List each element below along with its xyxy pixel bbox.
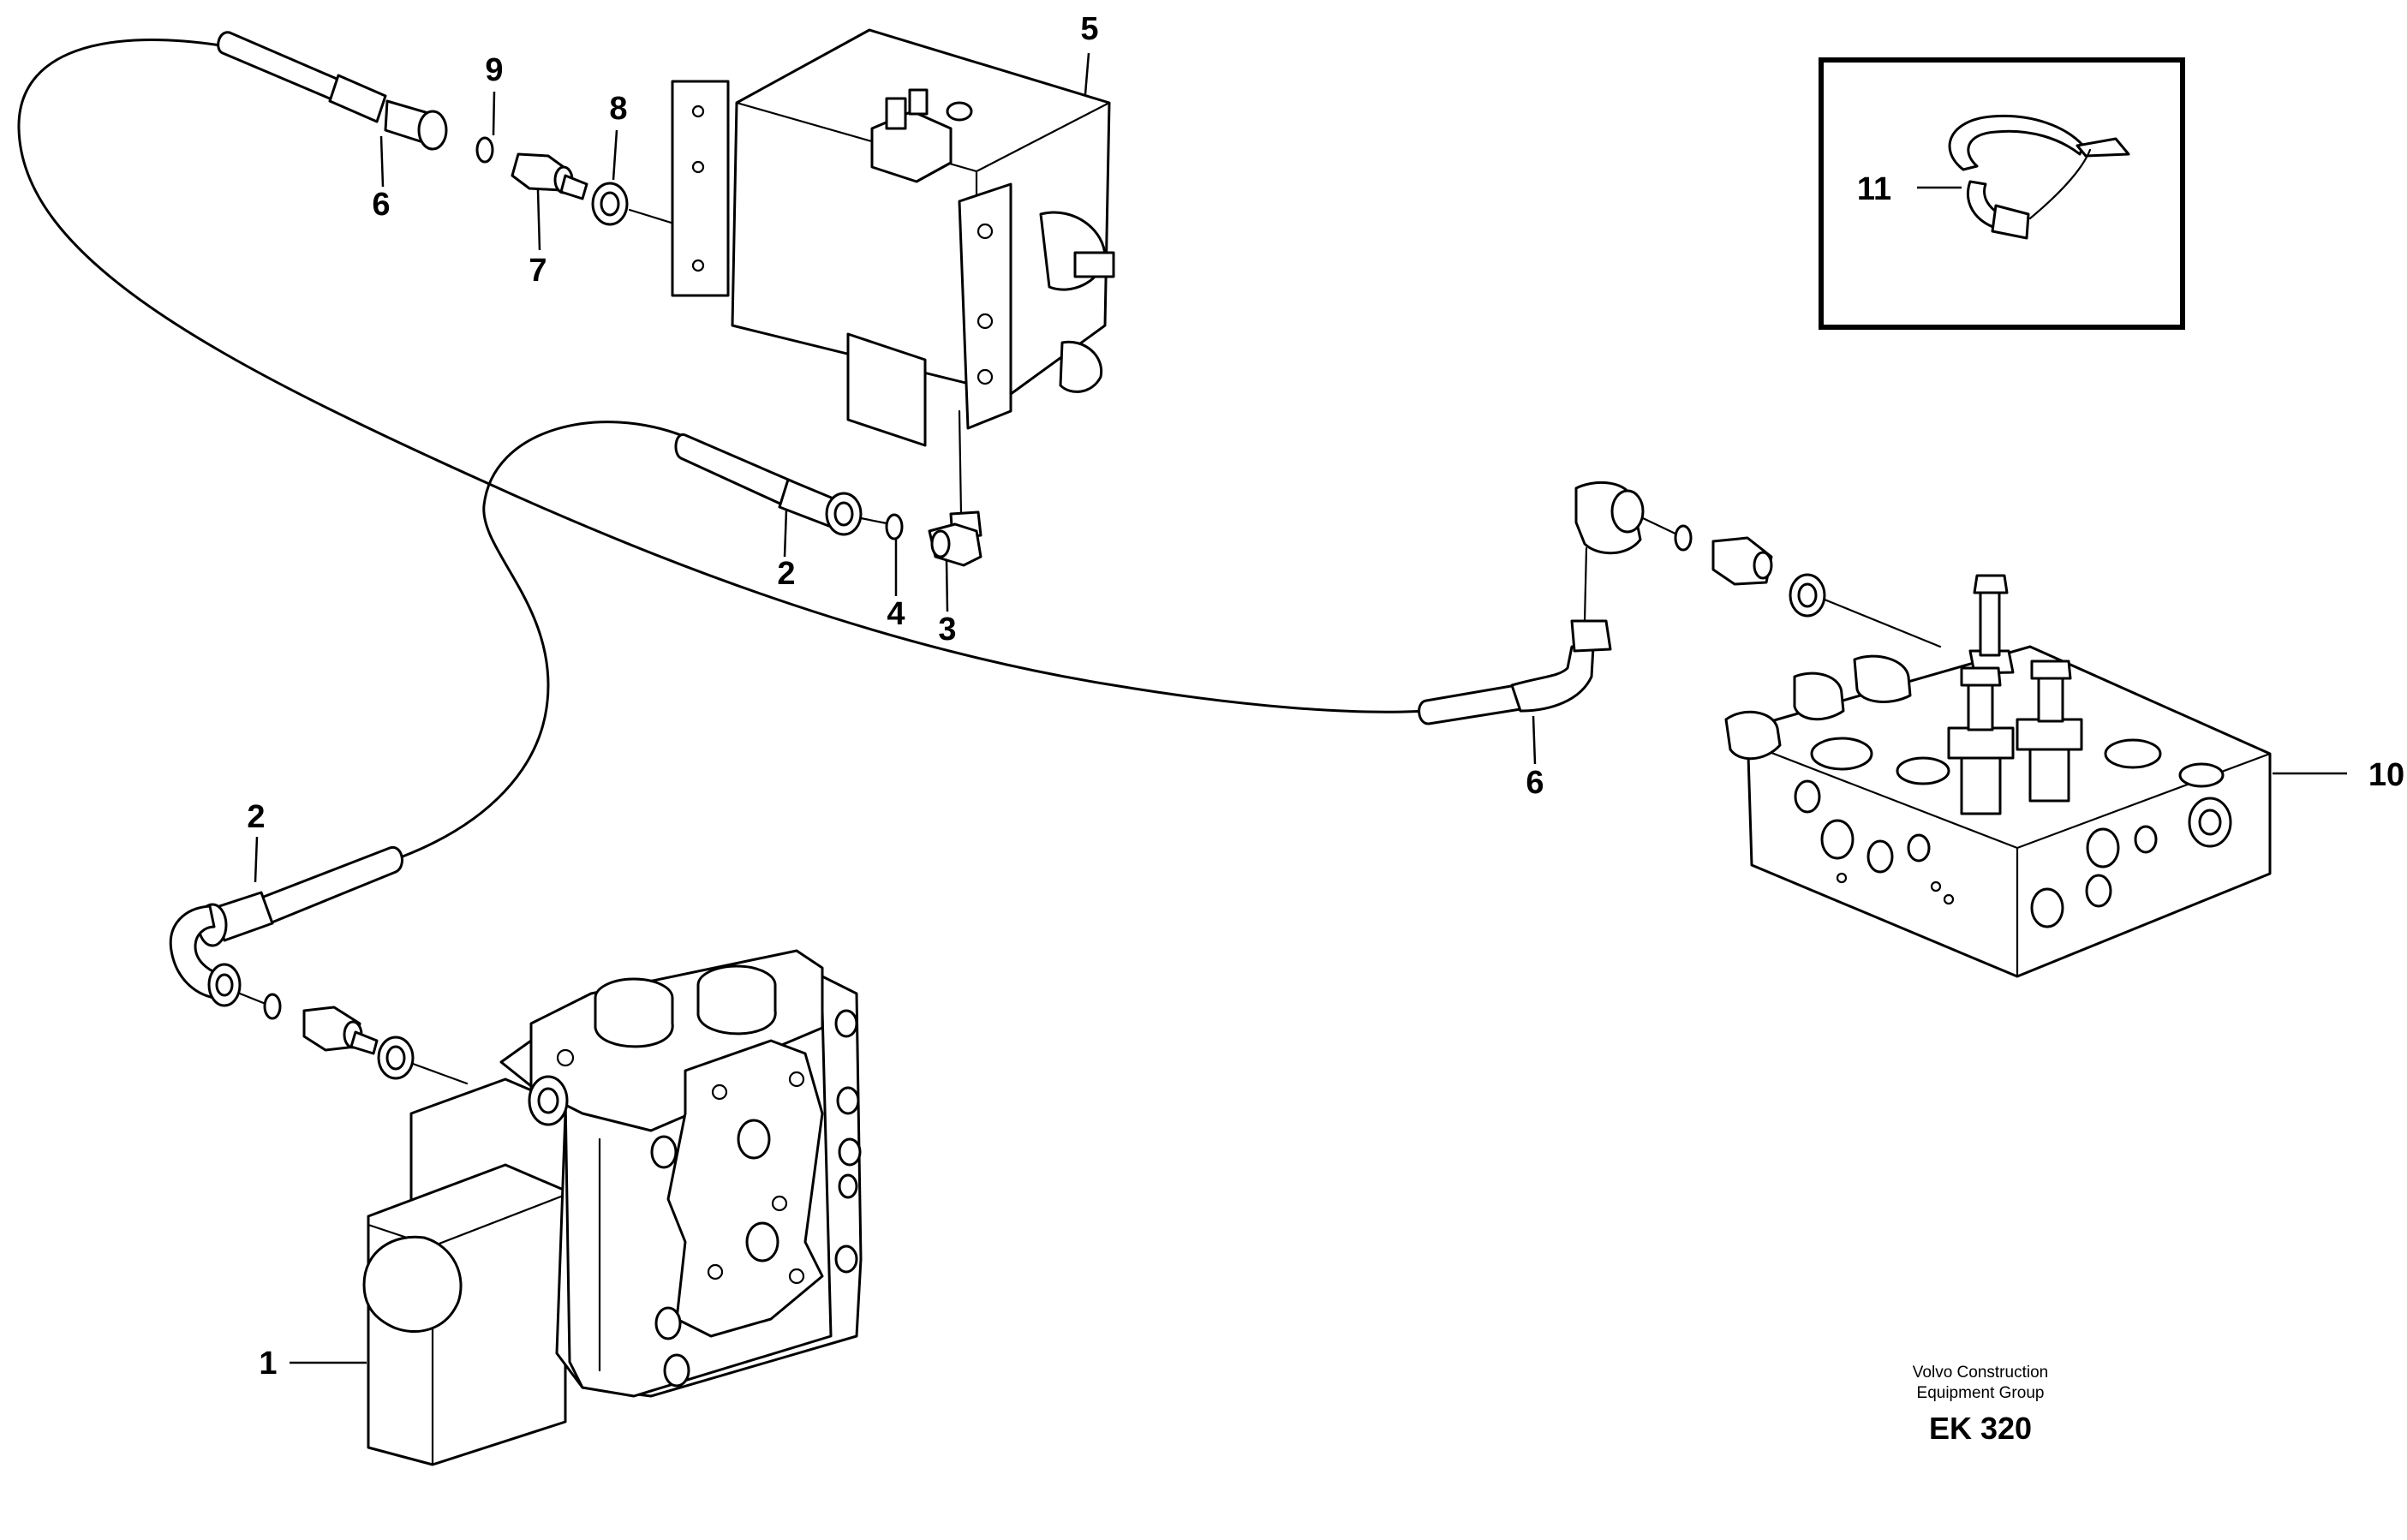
hose-assembly-center [674,433,983,567]
callout-7: 7 [529,253,547,289]
callout-2-center: 2 [777,556,795,592]
credit-block: Volvo Construction Equipment Group EK 32… [1913,1364,2048,1446]
hose-assembly-lower [169,846,469,1085]
callout-10: 10 [2368,757,2404,793]
control-valve-1 [362,949,863,1466]
credit-line-2: Equipment Group [1917,1384,2045,1402]
inset-panel [1819,57,2185,330]
callout-4: 4 [887,596,905,632]
callout-1: 1 [259,1346,277,1382]
callout-3: 3 [938,612,956,648]
hose-lines [17,39,1428,858]
callout-labels: 11 5 9 8 6 7 2 4 3 6 10 2 1 [247,11,2404,1382]
callout-6-right: 6 [1526,765,1544,801]
callout-11: 11 [1857,171,1891,207]
credit-line-1: Volvo Construction [1913,1364,2048,1382]
callout-2-lower: 2 [247,799,265,835]
hose-assembly-top [217,31,678,226]
drawing-code: EK 320 [1929,1411,2032,1446]
callout-5: 5 [1080,11,1098,47]
manifold-block-10 [1724,574,2272,978]
hose-assembly-right [1418,481,1942,725]
leader-lines [254,52,2347,1364]
callout-6-top: 6 [372,187,390,223]
callout-9: 9 [485,52,503,88]
valve-block-5 [671,28,1115,540]
callout-8: 8 [609,91,627,127]
